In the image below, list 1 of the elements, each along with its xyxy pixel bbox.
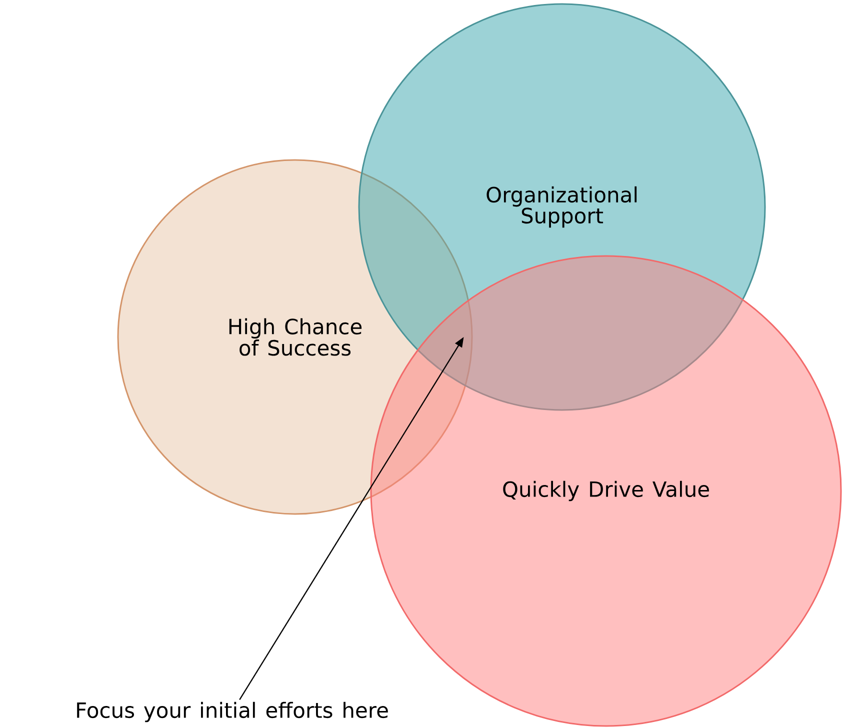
annotation-text: Focus your initial efforts here [77,702,388,722]
